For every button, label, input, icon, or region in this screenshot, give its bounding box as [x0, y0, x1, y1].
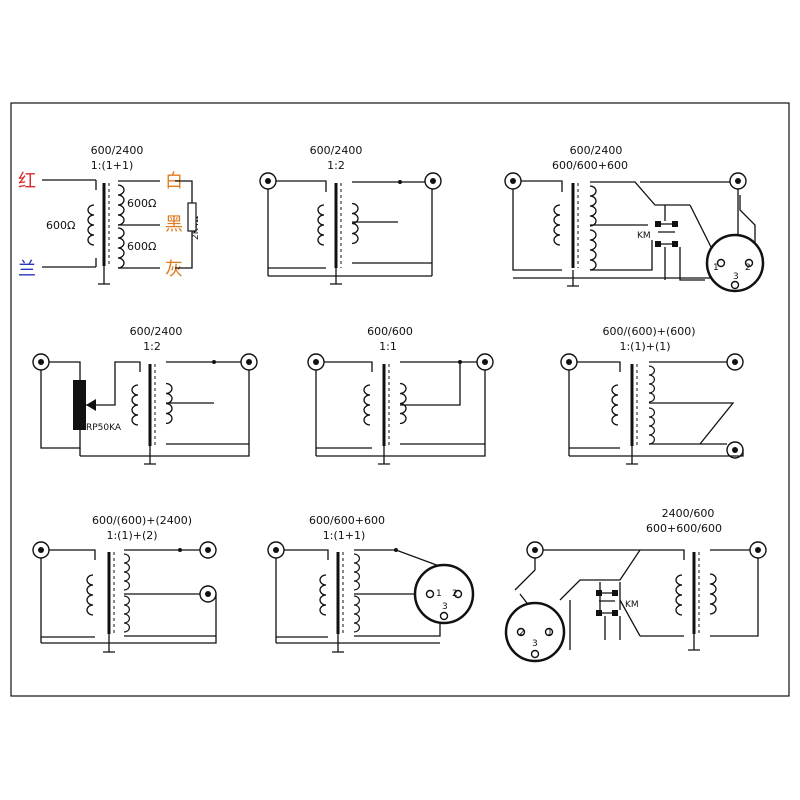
d1-ohm-bottom: 600Ω	[127, 240, 156, 253]
d8-pin-3: 3	[442, 602, 448, 612]
d3-xlr-connector	[705, 233, 765, 293]
d1-label-black: 黑	[165, 214, 183, 235]
d7-ratio: 1:(1)+(2)	[106, 529, 157, 542]
d3-pin-1: 1	[713, 263, 719, 273]
d3-pin-2: 2	[745, 263, 751, 273]
d1-ohm-left: 600Ω	[46, 219, 75, 232]
d6-ratio: 1:(1)+(1)	[619, 340, 670, 353]
d3-relay-label: KM	[637, 231, 651, 241]
d1-label-white: 白	[165, 171, 183, 192]
d8-title: 600/600+600	[309, 514, 385, 527]
d4-title: 600/2400	[130, 325, 183, 338]
d9-title: 2400/600	[662, 507, 715, 520]
d3-pin-3: 3	[733, 272, 739, 282]
d9-pin-3: 3	[532, 639, 538, 649]
diagram-9: 2400/600 600+600/600 KM 1 2 3	[504, 507, 767, 663]
d2-title: 600/2400	[310, 144, 363, 157]
diagram-6: 600/(600)+(600) 1:(1)+(1)	[560, 325, 744, 465]
diagram-8: 600/600+600 1:(1+1) 1 2 3	[267, 514, 475, 653]
d9-subtitle: 600+600/600	[646, 522, 722, 535]
diagram-5: 600/600 1:1	[307, 325, 494, 465]
diagram-3: 600/2400 600/600+600 KM 1 2 3	[504, 144, 765, 293]
d1-ohm-top: 600Ω	[127, 197, 156, 210]
d4-pot-label: RP50KA	[86, 423, 122, 433]
d6-title: 600/(600)+(600)	[602, 325, 695, 338]
d1-ratio: 1:(1+1)	[91, 159, 134, 172]
frame-border	[10, 102, 790, 697]
d5-title: 600/600	[367, 325, 413, 338]
d8-xlr-connector	[413, 563, 475, 625]
d8-ratio: 1:(1+1)	[323, 529, 366, 542]
d1-title: 600/2400	[91, 144, 144, 157]
d9-xlr-connector	[504, 601, 566, 663]
diagram-4: 600/2400 1:2 RP50KA	[32, 325, 258, 465]
d9-pin-2: 2	[519, 628, 525, 638]
d8-pin-1: 1	[436, 589, 442, 599]
d8-pin-2: 2	[452, 589, 458, 599]
d3-title: 600/2400	[570, 144, 623, 157]
diagram-7: 600/(600)+(2400) 1:(1)+(2)	[32, 514, 217, 653]
d3-subtitle: 600/600+600	[552, 159, 628, 172]
d4-ratio: 1:2	[143, 340, 161, 353]
d5-ratio: 1:1	[379, 340, 397, 353]
diagram-2: 600/2400 1:2	[259, 144, 442, 285]
d9-relay-label: KM	[625, 600, 639, 610]
d1-label-gray: 灰	[165, 259, 183, 280]
d9-pin-1: 1	[547, 628, 553, 638]
d1-label-red: 红	[18, 171, 36, 192]
d1-label-blue: 兰	[18, 259, 36, 280]
d7-title: 600/(600)+(2400)	[92, 514, 192, 527]
diagram-1: 600/2400 1:(1+1) 红 兰 白 黑 灰 600Ω 600Ω 600…	[18, 144, 201, 285]
d4-potentiometer	[73, 380, 86, 430]
d2-ratio: 1:2	[327, 159, 345, 172]
